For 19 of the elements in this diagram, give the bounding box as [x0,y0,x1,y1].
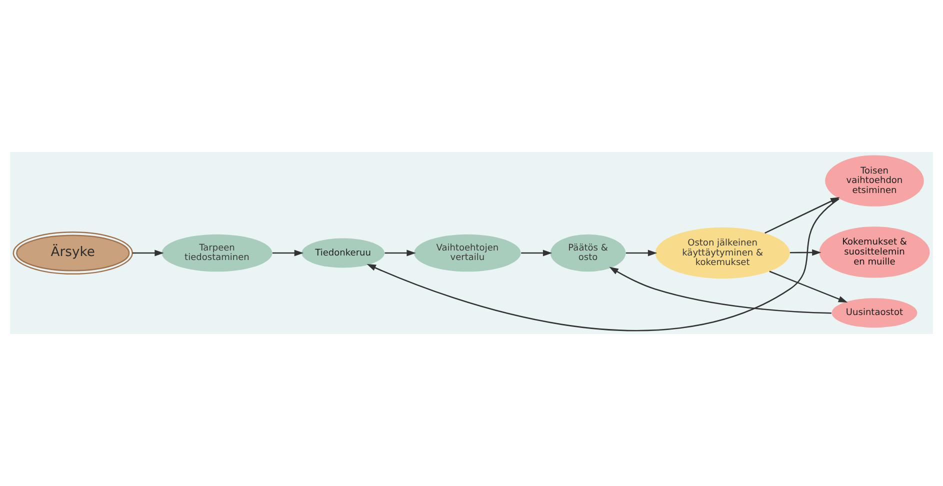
arrow [790,249,822,256]
arrow [132,250,164,256]
node-ellipse: Tiedonkeruu [302,238,385,268]
node-ellipse: Oston jälkeinen käyttäytyminen & kokemukset [655,227,790,279]
node-ellipse: Ärsyke [12,231,133,275]
arrow [366,198,840,332]
node-ellipse: Vaihtoehtojen vertailu [414,234,521,272]
arrow [626,250,658,256]
node-ellipse: Uusintaostot [832,298,918,328]
arrow [609,266,832,314]
arrow [384,250,416,256]
node-ellipse: Päätös & osto [550,234,626,272]
node-ellipse: Toisen vaihtoehdon etsiminen [825,155,924,206]
node-ellipse: Kokemukset & suosittelemin en muille [819,226,930,278]
arrow [769,270,848,303]
arrow [764,197,840,234]
node-ellipse: Tarpeen tiedostaminen [162,234,272,272]
arrow [521,250,552,256]
arrow [272,250,304,256]
